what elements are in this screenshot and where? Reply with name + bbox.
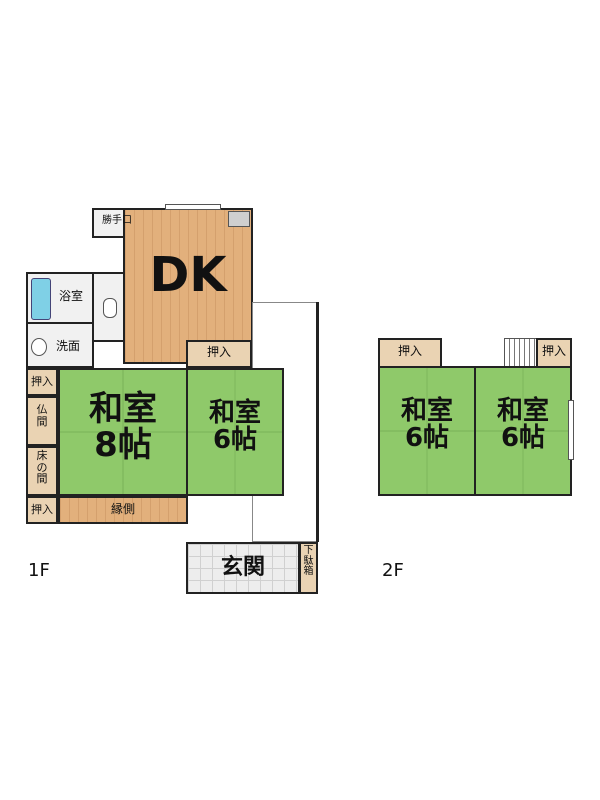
2f-oshiire-right-label: 押入	[541, 344, 566, 358]
engawa-label: 縁側	[110, 502, 135, 516]
2f-washitsu6-right-label: 和室 6帖	[496, 396, 549, 454]
2f-washitsu6-left-room	[378, 366, 476, 496]
2f-oshiire-left-label: 押入	[397, 344, 422, 358]
senmen-label: 洗面	[55, 339, 80, 353]
corridor-right-wall	[316, 302, 319, 542]
tokonoma-room	[26, 446, 58, 496]
kitchen-sink-icon	[228, 211, 250, 227]
2f-washitsu6-right-room	[474, 366, 572, 496]
genkan-room	[186, 542, 300, 594]
getabako-room	[299, 542, 318, 594]
washbasin-icon	[31, 338, 47, 356]
genkan-label: 玄関	[220, 555, 265, 580]
tokonoma-label: 床 の 間	[36, 449, 48, 486]
2f-window-right	[568, 400, 574, 460]
floor1-label: 1F	[28, 560, 50, 581]
oshiire-top-room	[186, 340, 252, 368]
butsuma-label: 仏 間	[36, 403, 48, 428]
washitsu8-label: 和室 8帖	[89, 389, 157, 465]
2f-oshiire-right-room	[536, 338, 572, 368]
toilet-icon	[103, 298, 117, 318]
floor2-label: 2F	[382, 560, 404, 581]
katteguchi-room	[92, 208, 125, 238]
dk-room	[123, 208, 253, 364]
katteguchi-label: 勝手口	[102, 215, 132, 226]
washitsu6-room	[186, 368, 284, 496]
2f-washitsu6-left-label: 和室 6帖	[400, 396, 453, 454]
engawa-room	[58, 496, 188, 524]
oshiire-top-label: 押入	[206, 345, 231, 359]
getabako-label: 下 駄 箱	[303, 545, 314, 577]
yokushitsu-label: 浴室	[58, 289, 83, 303]
oshiire-left-top-room	[26, 368, 58, 396]
washitsu8-room	[58, 368, 188, 496]
oshiire-left-bottom-label: 押入	[31, 503, 53, 516]
oshiire-left-top-label: 押入	[31, 375, 53, 388]
oshiire-left-bottom-room	[26, 496, 58, 524]
washitsu6-label: 和室 6帖	[208, 398, 261, 456]
butsuma-room	[26, 396, 58, 446]
bathtub-icon	[31, 278, 51, 320]
stairs-2f	[504, 338, 538, 368]
dk-label: DK	[149, 247, 227, 303]
dk-window	[165, 204, 221, 210]
